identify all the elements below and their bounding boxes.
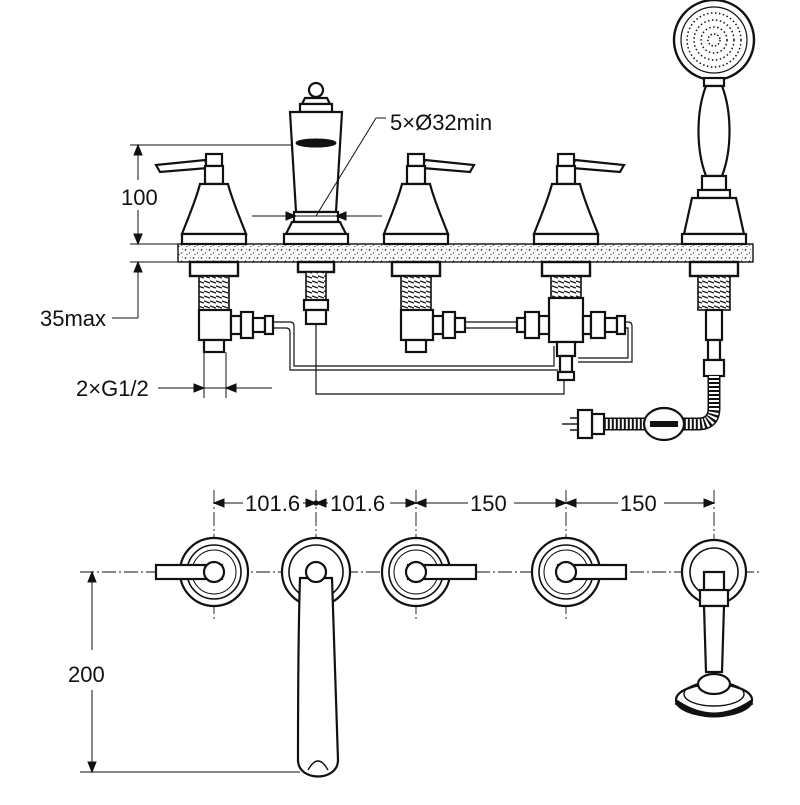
dim-inlet-spec: 2×G1/2 [76, 352, 272, 401]
label-spacing-4: 150 [620, 491, 657, 516]
diverter-valve [515, 152, 627, 382]
label-spacing-2: 101.6 [330, 491, 385, 516]
label-depth-200: 200 [68, 662, 105, 687]
plan-spout [280, 536, 352, 778]
connection-hoses [273, 321, 633, 395]
label-hole-spec: 5×Ø32min [390, 110, 492, 135]
label-deck-35max: 35max [40, 306, 106, 331]
hand-shower [562, 0, 756, 442]
deck-surface [177, 243, 754, 263]
dim-depth-200: 200 [68, 570, 300, 774]
dim-height-100: 100 [121, 143, 292, 246]
dim-hole-spec: 5×Ø32min [252, 110, 492, 221]
plan-hand-shower [674, 538, 754, 718]
elevation-view: 100 35max 5×Ø32min 2×G1/2 [40, 0, 756, 442]
plan-diverter [530, 536, 628, 608]
middle-handle-valve [382, 152, 476, 354]
dim-deck-35max: 35max [40, 260, 178, 331]
left-handle-valve [154, 152, 275, 354]
plan-left-handle [154, 536, 250, 608]
plan-middle-handle [380, 536, 478, 608]
label-inlet-spec: 2×G1/2 [76, 376, 149, 401]
label-height-100: 100 [121, 185, 158, 210]
plan-view: 101.6 101.6 150 150 [68, 488, 760, 778]
dim-spacing-row: 101.6 101.6 150 150 [212, 488, 716, 516]
label-spacing-1: 101.6 [245, 491, 300, 516]
label-spacing-3: 150 [470, 491, 507, 516]
spout [282, 81, 350, 326]
